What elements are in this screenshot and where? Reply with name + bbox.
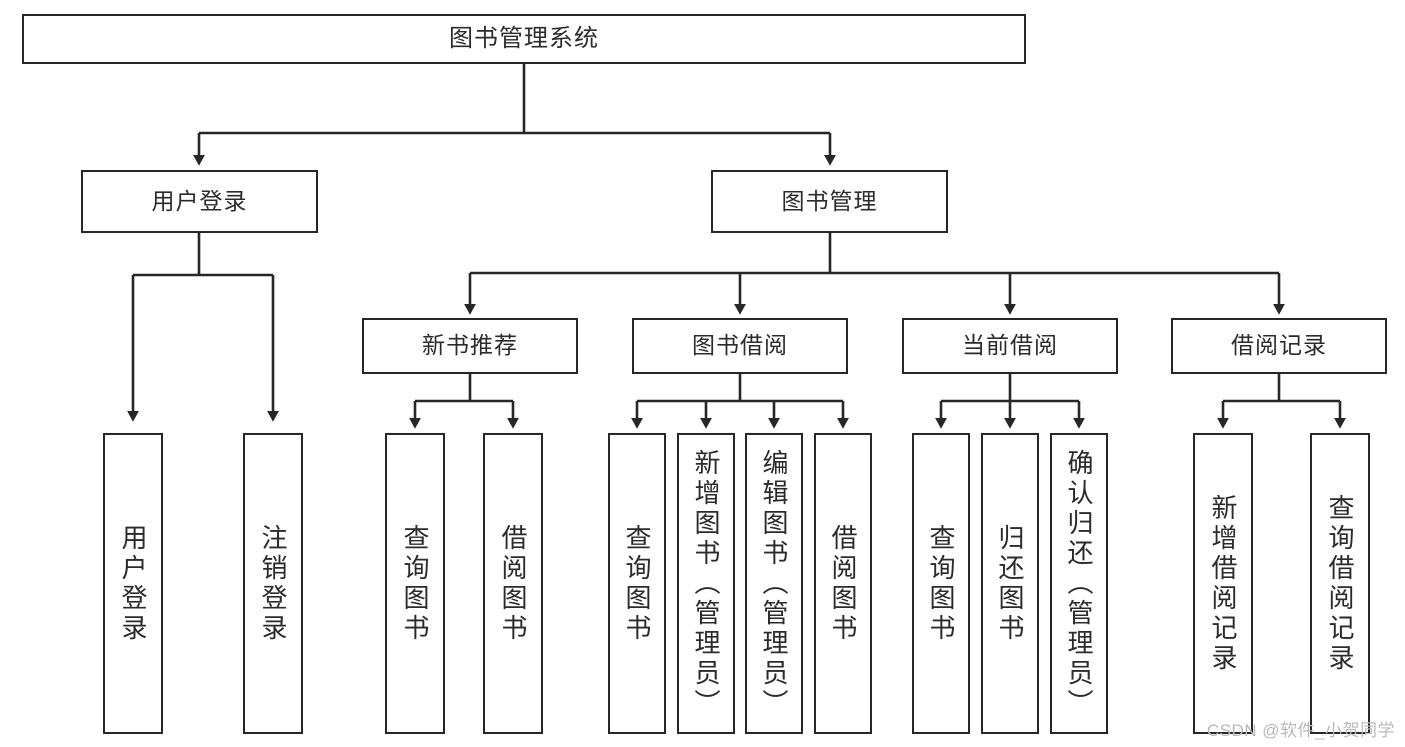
node-leaf-confirm-return[interactable]: 确认归还（管理员） [1050,433,1108,734]
watermark-text: CSDN @软件_小贺同学 [1206,721,1395,740]
node-root-label: 图书管理系统 [449,24,599,52]
node-current-borrow-label: 当前借阅 [962,332,1058,359]
node-leaf-edit-book-label: 编辑图书（管理员） [759,448,789,719]
node-book-manage-label: 图书管理 [781,187,878,214]
node-leaf-query-book-3[interactable]: 查询图书 [912,433,970,734]
node-leaf-edit-book[interactable]: 编辑图书（管理员） [745,433,803,734]
node-leaf-query-book-2-label: 查询图书 [622,523,652,644]
node-borrow-record-label: 借阅记录 [1231,332,1327,359]
node-leaf-return-book[interactable]: 归还图书 [981,433,1039,734]
node-leaf-query-book-1-label: 查询图书 [400,523,430,644]
node-leaf-borrow-book-1-label: 借阅图书 [498,523,528,644]
node-leaf-confirm-return-label: 确认归还（管理员） [1064,448,1094,719]
node-leaf-return-book-label: 归还图书 [995,523,1025,644]
node-leaf-borrow-book-2-label: 借阅图书 [828,523,858,644]
node-book-borrow-label: 图书借阅 [692,332,788,359]
node-leaf-query-book-3-label: 查询图书 [926,523,956,644]
node-borrow-record[interactable]: 借阅记录 [1171,318,1387,374]
node-leaf-user-login[interactable]: 用户登录 [103,433,163,734]
node-leaf-query-record[interactable]: 查询借阅记录 [1310,433,1370,734]
node-current-borrow[interactable]: 当前借阅 [902,318,1118,374]
node-leaf-borrow-book-2[interactable]: 借阅图书 [814,433,872,734]
node-leaf-query-record-label: 查询借阅记录 [1325,493,1355,674]
node-leaf-query-book-1[interactable]: 查询图书 [385,433,445,734]
node-leaf-add-record[interactable]: 新增借阅记录 [1193,433,1253,734]
node-leaf-add-book[interactable]: 新增图书（管理员） [677,433,735,734]
node-user-login[interactable]: 用户登录 [81,170,318,233]
node-book-borrow[interactable]: 图书借阅 [632,318,848,374]
node-leaf-logout-login[interactable]: 注销登录 [243,433,303,734]
node-leaf-logout-login-label: 注销登录 [258,523,288,644]
node-leaf-add-book-label: 新增图书（管理员） [691,448,721,719]
node-leaf-borrow-book-1[interactable]: 借阅图书 [483,433,543,734]
node-new-book-recommend-label: 新书推荐 [422,332,518,359]
node-leaf-add-record-label: 新增借阅记录 [1208,493,1238,674]
node-user-login-label: 用户登录 [151,187,248,214]
node-book-manage[interactable]: 图书管理 [711,170,948,233]
node-leaf-query-book-2[interactable]: 查询图书 [608,433,666,734]
node-root[interactable]: 图书管理系统 [22,14,1026,64]
node-new-book-recommend[interactable]: 新书推荐 [362,318,578,374]
node-leaf-user-login-label: 用户登录 [118,523,148,644]
